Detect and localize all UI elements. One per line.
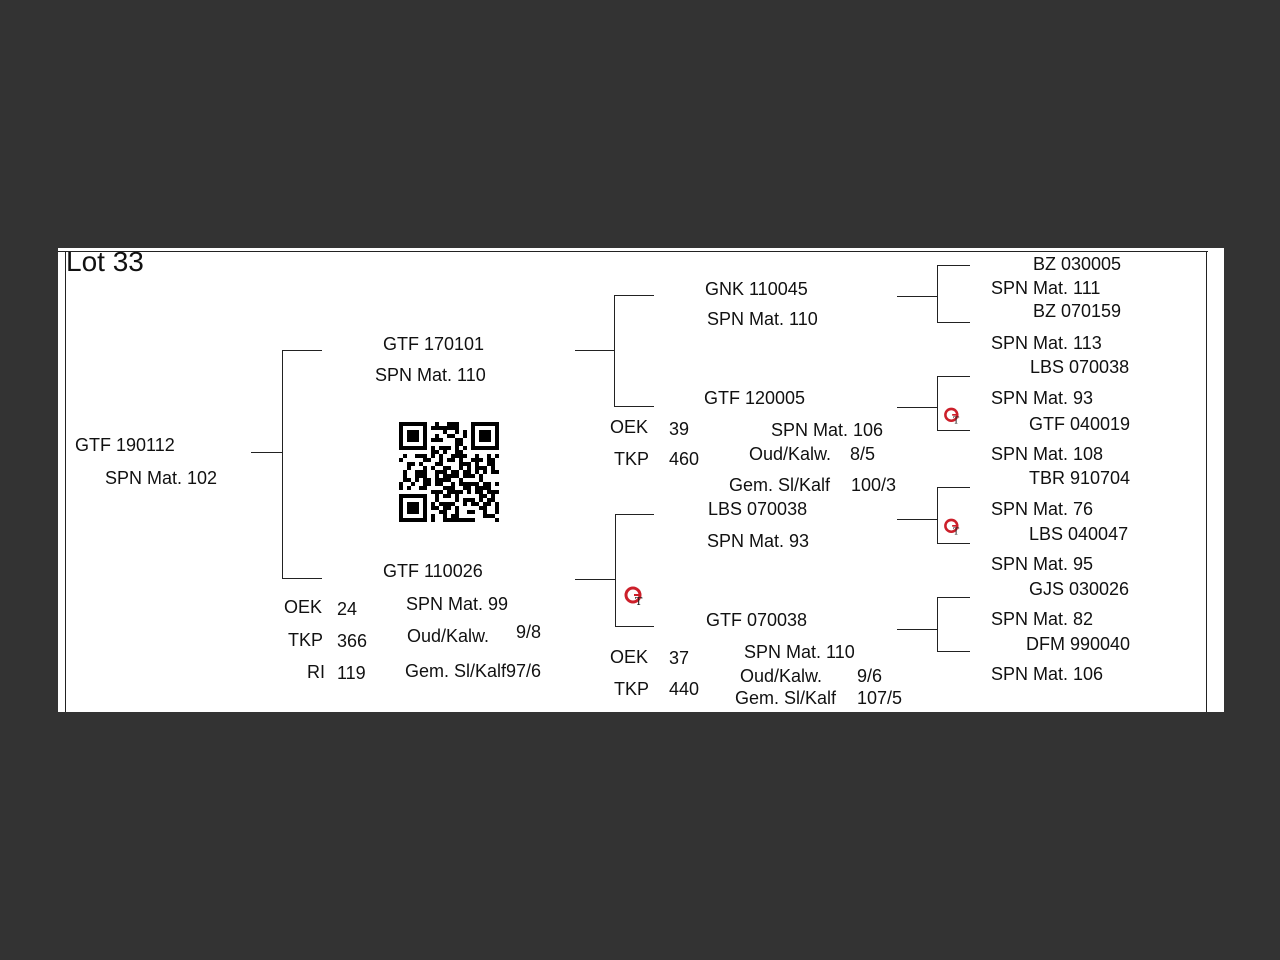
qr-code-icon — [399, 422, 499, 522]
g3-6-breeder: SPN Mat. 82 — [991, 609, 1094, 629]
connector — [937, 487, 970, 488]
sire-ri-value: 119 — [337, 663, 366, 683]
connector — [937, 376, 970, 377]
connector — [614, 295, 654, 296]
g3-1-breeder: SPN Mat. 113 — [991, 333, 1102, 353]
dam-gem-label: Gem. Sl/Kalf97/6 — [405, 661, 542, 681]
ds-id: LBS 070038 — [708, 499, 808, 519]
sire-oek-label: OEK — [284, 597, 323, 617]
sd-tkp-label: TKP — [614, 449, 650, 469]
dd-oud-label: Oud/Kalw. — [740, 666, 823, 686]
connector — [937, 430, 970, 431]
g3-7-breeder: SPN Mat. 106 — [991, 664, 1104, 684]
svg-text:T: T — [953, 415, 960, 425]
sire-ri-label: RI — [307, 662, 325, 682]
g3-4-id: TBR 910704 — [1029, 468, 1131, 488]
g3-3-id: GTF 040019 — [1029, 414, 1131, 434]
sd-gem-label: Gem. Sl/Kalf — [729, 475, 831, 495]
sire-tkp-label: TKP — [288, 630, 324, 650]
connector — [937, 597, 970, 598]
lot-title: Lot 33 — [66, 246, 144, 277]
connector — [897, 407, 937, 408]
connector — [614, 295, 615, 406]
sd-oud-value: 8/5 — [850, 444, 876, 464]
g3-0-breeder: SPN Mat. 111 — [991, 278, 1101, 298]
connector — [615, 514, 616, 626]
dam-oud-value: 9/8 — [516, 622, 542, 642]
animal-id: GTF 190112 — [75, 435, 175, 455]
connector — [897, 629, 937, 630]
connector — [937, 487, 938, 543]
dam-id: GTF 110026 — [383, 561, 483, 581]
g3-5-id: LBS 040047 — [1029, 524, 1129, 544]
connector — [937, 597, 938, 651]
g3-3-breeder: SPN Mat. 108 — [991, 444, 1104, 464]
sd-oek-label: OEK — [610, 417, 649, 437]
frame-top-line — [58, 251, 1208, 252]
connector — [282, 578, 322, 579]
dd-gem-label: Gem. Sl/Kalf — [735, 688, 837, 708]
pedigree-sheet: Lot 33 GTF 190112 SPN Mat. 102 GTF 17010… — [58, 248, 1224, 712]
g3-7-id: DFM 990040 — [1026, 634, 1131, 654]
ss-breeder: SPN Mat. 110 — [707, 309, 818, 329]
connector — [615, 626, 654, 627]
g3-2-id: LBS 070038 — [1030, 357, 1130, 377]
g3-6-id: GJS 030026 — [1029, 579, 1130, 599]
connector — [937, 543, 970, 544]
dam-oud-label: Oud/Kalw. — [407, 626, 490, 646]
dd-tkp-value: 440 — [669, 679, 700, 699]
g3-2-breeder: SPN Mat. 93 — [991, 388, 1094, 408]
sd-gem-value: 100/3 — [851, 475, 897, 495]
ss-id: GNK 110045 — [705, 279, 808, 299]
g3-0-id: BZ 030005 — [1033, 254, 1122, 274]
sire-oek-value: 24 — [337, 599, 358, 619]
dd-oek-value: 37 — [669, 648, 690, 668]
sd-tkp-value: 460 — [669, 449, 700, 469]
sd-breeder: SPN Mat. 106 — [771, 420, 884, 440]
connector — [937, 322, 970, 323]
connector — [897, 296, 937, 297]
sd-oek-value: 39 — [669, 419, 690, 439]
g3-5-breeder: SPN Mat. 95 — [991, 554, 1094, 574]
gt-logo-icon: T — [622, 581, 648, 608]
connector — [251, 452, 282, 453]
connector — [897, 519, 937, 520]
connector — [937, 651, 970, 652]
dd-tkp-label: TKP — [614, 679, 650, 699]
frame-left-line — [65, 251, 66, 712]
sd-oud-label: Oud/Kalw. — [749, 444, 832, 464]
connector — [937, 376, 938, 430]
dd-gem-value: 107/5 — [857, 688, 903, 708]
gt-logo-icon: T — [942, 403, 964, 426]
sire-breeder: SPN Mat. 110 — [375, 365, 486, 385]
dd-oud-value: 9/6 — [857, 666, 883, 686]
g3-4-breeder: SPN Mat. 76 — [991, 499, 1094, 519]
svg-text:T: T — [635, 595, 643, 607]
sire-tkp-value: 366 — [337, 631, 368, 651]
ds-breeder: SPN Mat. 93 — [707, 531, 810, 551]
connector — [282, 350, 322, 351]
frame-right-line — [1206, 251, 1207, 712]
connector — [575, 579, 615, 580]
sd-id: GTF 120005 — [704, 388, 806, 408]
svg-text:T: T — [953, 526, 960, 536]
g3-1-id: BZ 070159 — [1033, 301, 1122, 321]
connector — [614, 406, 654, 407]
connector — [282, 350, 283, 578]
animal-breeder: SPN Mat. 102 — [105, 468, 218, 488]
dd-oek-label: OEK — [610, 647, 649, 667]
sire-id: GTF 170101 — [383, 334, 485, 354]
connector — [937, 265, 938, 322]
connector — [575, 350, 614, 351]
connector — [615, 514, 654, 515]
connector — [937, 265, 970, 266]
dd-id: GTF 070038 — [706, 610, 808, 630]
dam-breeder: SPN Mat. 99 — [406, 594, 509, 614]
dd-breeder: SPN Mat. 110 — [744, 642, 855, 662]
gt-logo-icon: T — [942, 514, 964, 537]
